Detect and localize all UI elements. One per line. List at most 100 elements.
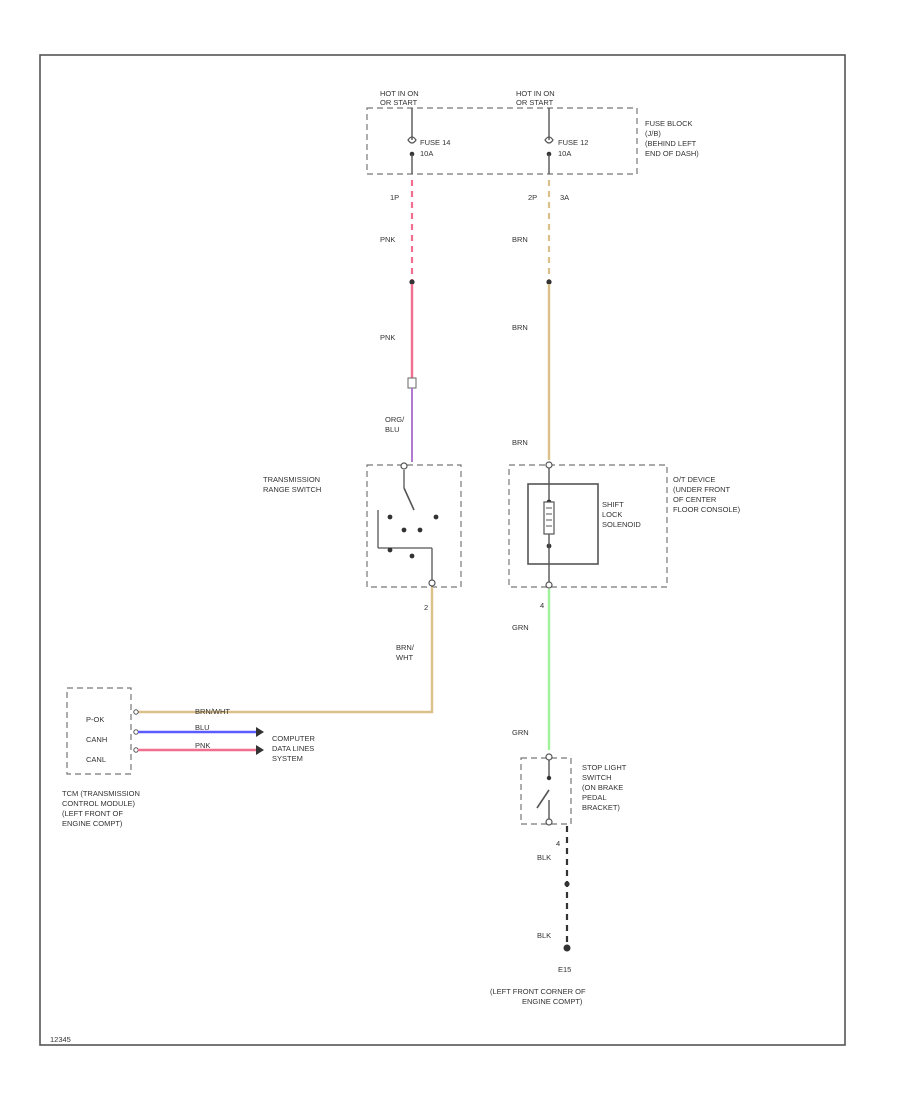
brn-splice-node	[546, 279, 552, 285]
tcm-label-1: TCM (TRANSMISSION	[62, 789, 140, 798]
blk-label-2: BLK	[537, 931, 551, 940]
tcm-label-4: ENGINE COMPT)	[62, 819, 123, 828]
trs-pin-bottom	[428, 579, 436, 587]
hot-right-line2: OR START	[516, 98, 554, 107]
pin-2p: 2P	[528, 193, 537, 202]
shift-lock-label-2: LOCK	[602, 510, 622, 519]
trs-contact-6	[409, 553, 415, 559]
trs-outline	[366, 464, 462, 588]
shift-lock-pin-number: 4	[540, 601, 544, 610]
ground-icon	[563, 944, 571, 952]
fuse-14-amps: 10A	[420, 149, 433, 158]
stop-light-pin-top	[545, 753, 553, 761]
trs-label-2: RANGE SWITCH	[263, 485, 321, 494]
trs-contact-5	[387, 547, 393, 553]
ot-device-label-2: (UNDER FRONT	[673, 485, 730, 494]
arrow-icon-can-l	[256, 745, 264, 755]
stop-light-switch-outline	[520, 757, 572, 825]
trs-contact-2	[401, 527, 407, 533]
solenoid-coil-windings	[546, 507, 552, 527]
arrow-icon-can-h	[256, 727, 264, 737]
org-blu-label-2: BLU	[385, 425, 400, 434]
fuse-14-label: FUSE 14	[420, 138, 450, 147]
computer-data-1: COMPUTER	[272, 734, 316, 743]
pin-1p: 1P	[390, 193, 399, 202]
brn-label-1: BRN	[512, 235, 528, 244]
shift-lock-label-1: SHIFT	[602, 500, 624, 509]
ot-device-label-3: OF CENTER	[673, 495, 717, 504]
blk-splice-node	[564, 881, 570, 887]
stop-light-pin-bottom	[545, 818, 553, 826]
tcm-pin-canh: CANH	[86, 735, 107, 744]
stop-light-pin-number: 4	[556, 839, 560, 848]
tcm-wire-1-label: BRN/WHT	[195, 707, 230, 716]
tcm-label-3: (LEFT FRONT OF	[62, 809, 123, 818]
tcm-pin-pok: P-OK	[86, 715, 104, 724]
shift-lock-solenoid-box	[527, 483, 599, 565]
tcm-pin-canl: CANL	[86, 755, 106, 764]
stop-light-switch-arm	[536, 789, 550, 809]
diagram-frame	[39, 54, 846, 1046]
fuse-12-label: FUSE 12	[558, 138, 588, 147]
ot-device-label-1: O/T DEVICE	[673, 475, 715, 484]
hot-right-line1: HOT IN ON	[516, 89, 555, 98]
fuse-block-label-3: (BEHIND LEFT	[645, 139, 697, 148]
trs-contact-4	[433, 514, 439, 520]
solenoid-coil	[543, 501, 555, 535]
trs-pin-number: 2	[424, 603, 428, 612]
ground-label-1: (LEFT FRONT CORNER OF	[490, 987, 586, 996]
stop-light-contact-top	[546, 775, 552, 781]
brn-label-3: BRN	[512, 438, 528, 447]
tcm-pin-node-1	[133, 709, 139, 715]
ground-id: E15	[558, 965, 571, 974]
fuse-block-label-4: END OF DASH)	[645, 149, 699, 158]
computer-data-2: DATA LINES	[272, 744, 314, 753]
blk-label-1: BLK	[537, 853, 551, 862]
org-blu-label-1: ORG/	[385, 415, 405, 424]
brn-wht-label-2: WHT	[396, 653, 413, 662]
trs-pin-top	[400, 462, 408, 470]
tcm-outline	[66, 687, 132, 775]
ground-label-2: ENGINE COMPT)	[522, 997, 583, 1006]
figure-id: 12345	[50, 1035, 71, 1044]
stop-light-label-2: SWITCH	[582, 773, 612, 782]
ot-device-label-4: FLOOR CONSOLE)	[673, 505, 741, 514]
tcm-label-2: CONTROL MODULE)	[62, 799, 136, 808]
tcm-pin-node-2	[133, 729, 139, 735]
grn-label-2: GRN	[512, 728, 529, 737]
brn-label-2: BRN	[512, 323, 528, 332]
grn-label-1: GRN	[512, 623, 529, 632]
hot-left-line2: OR START	[380, 98, 418, 107]
pnk-label-lower: PNK	[380, 333, 395, 342]
tcm-wire-3-label: PNK	[195, 741, 210, 750]
tcm-pin-node-3	[133, 747, 139, 753]
connector-c1	[407, 377, 417, 389]
trs-contact-3	[417, 527, 423, 533]
fuse-12-amps: 10A	[558, 149, 571, 158]
pnk-label-upper: PNK	[380, 235, 395, 244]
fuse-block-label-1: FUSE BLOCK	[645, 119, 693, 128]
trs-switch-arm	[403, 487, 415, 511]
fuse-block-outline	[366, 107, 638, 175]
brn-wht-label-1: BRN/	[396, 643, 415, 652]
shift-lock-pin-bottom	[545, 581, 553, 589]
pnk-splice-node	[409, 279, 415, 285]
stop-light-label-5: BRACKET)	[582, 803, 620, 812]
trs-contact-1	[387, 514, 393, 520]
pin-3a: 3A	[560, 193, 569, 202]
stop-light-label-1: STOP LIGHT	[582, 763, 627, 772]
fuse-14-symbol	[407, 136, 417, 144]
stop-light-label-3: (ON BRAKE	[582, 783, 623, 792]
tcm-wire-2-label: BLU	[195, 723, 210, 732]
stop-light-label-4: PEDAL	[582, 793, 607, 802]
hot-left-line1: HOT IN ON	[380, 89, 419, 98]
computer-data-3: SYSTEM	[272, 754, 303, 763]
shift-lock-label-3: SOLENOID	[602, 520, 641, 529]
shift-lock-pin-top	[545, 461, 553, 469]
brn-wht-wire	[138, 587, 434, 714]
trs-label-1: TRANSMISSION	[263, 475, 320, 484]
fuse-12-symbol	[544, 136, 554, 144]
fuse-block-label-2: (J/B)	[645, 129, 661, 138]
